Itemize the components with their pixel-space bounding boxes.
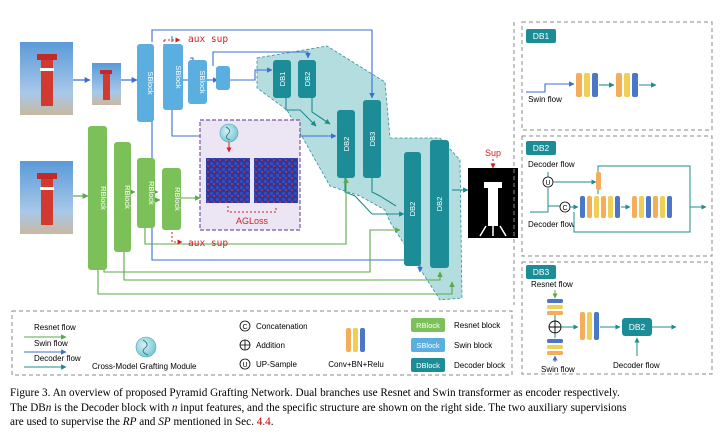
svg-text:SBlock: SBlock [146,71,155,95]
svg-text:Conv+BN+Relu: Conv+BN+Relu [328,360,384,369]
svg-text:U: U [545,180,550,187]
panel-db1: DB1 Swin flow [521,21,713,131]
svg-text:SBlock: SBlock [174,65,183,89]
decoder-db2-a: DB2 [298,60,316,98]
aux-sup-top: aux sup [188,34,228,45]
caption-line-3: are used to supervise the RP and SP ment… [10,416,274,429]
rblock-4: RBlock [162,168,182,230]
svg-text:DB2: DB2 [629,322,646,332]
svg-text:Decoder block: Decoder block [454,361,506,370]
svg-text:Decoder flow: Decoder flow [34,354,81,363]
figure-caption: Figure 3. An overview of proposed Pyrami… [10,386,712,430]
rblock-2: RBlock [114,142,132,252]
skip-sblock1 [151,29,375,99]
aux-sup-bottom: aux sup [188,238,228,249]
svg-text:Decoder flow: Decoder flow [613,361,660,370]
caption-line-1: Figure 3. An overview of proposed Pyrami… [10,387,620,399]
decoder-db3: DB3 [363,100,381,178]
svg-text:DB3: DB3 [533,267,550,277]
panel-db3: DB3 Resnet flow Swin flow DB2 Decoder fl… [521,261,713,375]
svg-text:DB3: DB3 [368,132,377,147]
decoder-db1: DB1 [273,60,291,98]
svg-text:UP-Sample: UP-Sample [256,360,297,369]
rblock-1: RBlock [88,126,108,270]
svg-text:RBlock: RBlock [173,187,182,211]
panel-db2: DB2 Decoder flow Decoder flow U C [521,135,713,257]
sblock-1: SBlock [137,44,155,122]
svg-text:DB2: DB2 [435,197,444,212]
svg-text:U: U [242,362,247,369]
swin-to-db1 [230,67,273,81]
svg-text:C: C [562,205,567,212]
svg-text:DB1: DB1 [533,31,550,41]
svg-text:Resnet flow: Resnet flow [34,323,76,332]
svg-text:Resnet flow: Resnet flow [531,280,573,289]
svg-text:DBlock: DBlock [416,361,440,370]
svg-text:DB1: DB1 [278,72,287,87]
caption-line-2: The DBn is the Decoder block with n inpu… [10,401,627,414]
svg-text:Decoder flow: Decoder flow [528,160,575,169]
decoder-db2-c: DB2 [404,152,421,266]
agloss-label: AGLoss [236,216,269,226]
pipeline-diagram: aux sup aux sup SBlock SBlock SBlock RBl… [11,21,713,376]
svg-text:Resnet block: Resnet block [454,321,501,330]
decoder-db2-b: DB2 [337,110,355,178]
svg-text:Cross-Model Grafting Module: Cross-Model Grafting Module [92,362,197,371]
decoder-db2-d: DB2 [430,140,449,268]
svg-text:DB2: DB2 [303,72,312,87]
svg-text:DB2: DB2 [533,143,550,153]
rblock-3: RBlock [137,158,156,228]
svg-text:RBlock: RBlock [416,321,440,330]
svg-text:Decoder flow: Decoder flow [528,220,575,229]
svg-text:Swin flow: Swin flow [541,365,575,374]
output-mask [468,168,518,238]
input-image-swin [20,42,73,115]
sblock-4 [216,66,230,90]
svg-text:Concatenation: Concatenation [256,322,308,331]
svg-text:SBlock: SBlock [416,341,440,350]
svg-text:Swin flow: Swin flow [34,339,68,348]
attention-map-2 [254,158,298,203]
svg-text:RBlock: RBlock [123,185,132,209]
sblock-3: SBlock [188,60,207,104]
svg-text:DB2: DB2 [408,202,417,217]
svg-text:Swin block: Swin block [454,341,493,350]
svg-text:Swin flow: Swin flow [528,95,562,104]
input-image-small [92,63,121,105]
sup-label: Sup [485,148,501,158]
svg-text:DB2: DB2 [342,137,351,152]
input-image-resnet [20,161,73,234]
svg-text:RBlock: RBlock [99,186,108,210]
svg-text:C: C [242,324,247,331]
svg-text:RBlock: RBlock [147,181,156,205]
svg-text:SBlock: SBlock [198,70,207,94]
legend: Resnet flow Swin flow Decoder flow Cross… [11,310,513,376]
grafting-module: AGLoss [199,119,301,231]
svg-text:Addition: Addition [256,341,285,350]
sblock-2: SBlock [163,44,183,110]
section-ref-link[interactable]: 4.4 [256,416,271,429]
attention-map-1 [206,158,250,203]
